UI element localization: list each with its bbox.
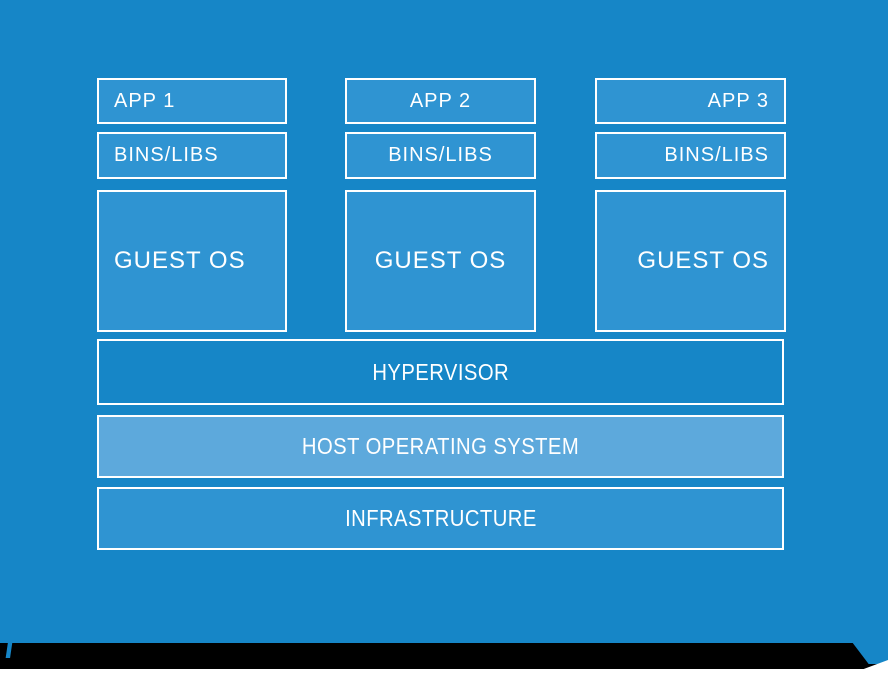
bins-libs-box-2: BINS/LIBS <box>345 132 536 179</box>
hypervisor-label: HYPERVISOR <box>372 358 509 385</box>
infrastructure-layer: INFRASTRUCTURE <box>97 487 784 550</box>
guest-os-box-3: GUEST OS <box>595 190 786 332</box>
guest-os-box-2: GUEST OS <box>345 190 536 332</box>
app2-label: APP 2 <box>409 89 472 112</box>
guest-os-label-2: GUEST OS <box>374 247 507 274</box>
hypervisor-layer: HYPERVISOR <box>97 339 784 405</box>
laptop-base-corner-cut <box>861 660 888 670</box>
app3-label: APP 3 <box>707 89 769 112</box>
guest-os-box-1: GUEST OS <box>97 190 287 332</box>
bins-libs-box-1: BINS/LIBS <box>97 132 287 179</box>
bins-libs-box-3: BINS/LIBS <box>595 132 786 179</box>
guest-os-label-3: GUEST OS <box>637 247 769 274</box>
laptop-base-left-sliver <box>5 643 13 658</box>
bins-libs-label-3: BINS/LIBS <box>664 144 769 166</box>
host-os-layer: HOST OPERATING SYSTEM <box>97 415 784 478</box>
laptop-base-bar <box>0 643 888 669</box>
bins-libs-label-1: BINS/LIBS <box>114 144 219 166</box>
app1-box: APP 1 <box>97 78 287 124</box>
infrastructure-label: INFRASTRUCTURE <box>344 505 537 531</box>
app1-label: APP 1 <box>114 89 176 112</box>
app2-box: APP 2 <box>345 78 536 124</box>
app3-box: APP 3 <box>595 78 786 124</box>
bins-libs-label-2: BINS/LIBS <box>388 144 493 166</box>
host-os-label: HOST OPERATING SYSTEM <box>301 433 580 459</box>
guest-os-label-1: GUEST OS <box>114 247 246 274</box>
diagram-canvas: APP 1 BINS/LIBS GUEST OS APP 2 BINS/LIBS… <box>0 0 888 643</box>
